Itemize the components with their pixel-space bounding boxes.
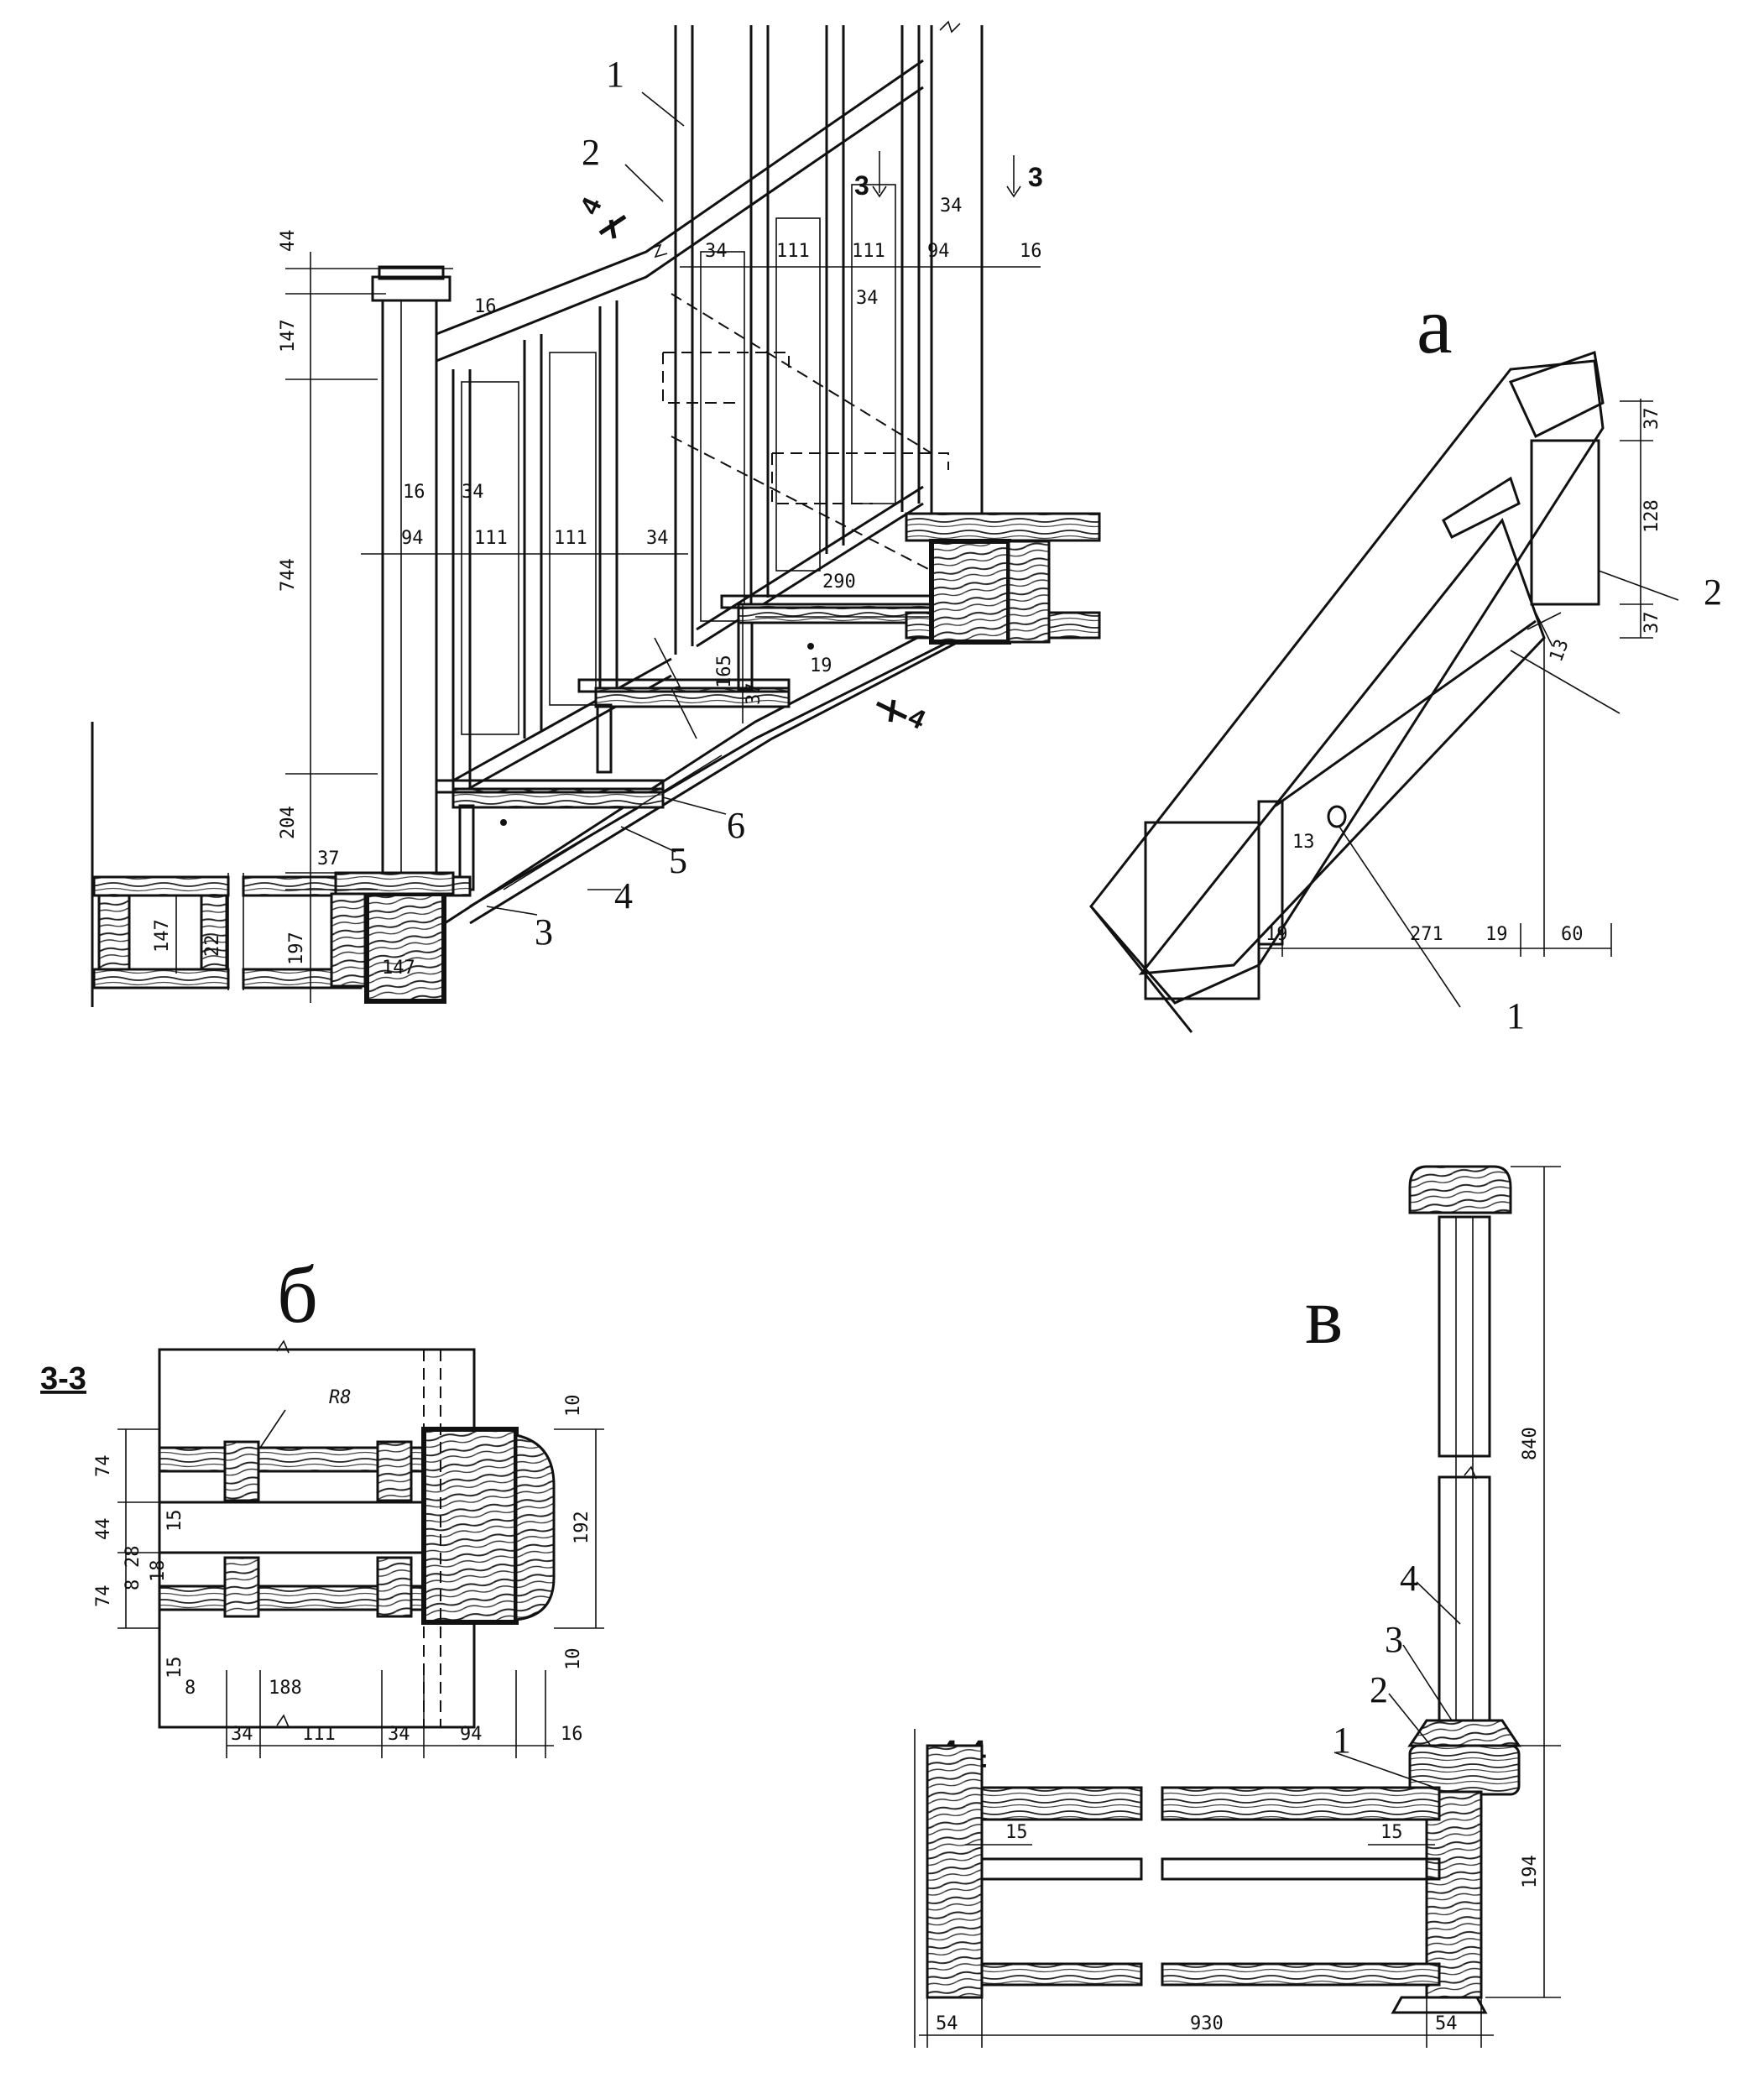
- dim-44: 44: [278, 230, 299, 253]
- view-b-dim-10-bottom: 10: [563, 1648, 584, 1671]
- dim-37-floor: 37: [317, 848, 340, 869]
- dim-111-upper-b: 111: [852, 241, 885, 262]
- view-v-dim-15-right: 15: [1380, 1822, 1403, 1843]
- dim-290: 290: [822, 572, 856, 593]
- section-mark-3-right: 3: [1028, 162, 1043, 192]
- view-b-dim-188: 188: [269, 1678, 302, 1699]
- panel-label-b: б: [277, 1250, 318, 1339]
- dim-111-upper-a: 111: [776, 241, 810, 262]
- dim-94-lower: 94: [401, 528, 424, 549]
- dim-111-lower-a: 111: [474, 528, 508, 549]
- view-v-dim-194: 194: [1520, 1855, 1541, 1888]
- view-a-dim-37-bottom: 37: [1641, 612, 1662, 634]
- callout-2: 2: [582, 132, 600, 173]
- view-b-dim-74-bottom: 74: [93, 1585, 114, 1608]
- upper-landing: [905, 512, 1101, 645]
- view-b-dim-34-right: 34: [388, 1724, 410, 1745]
- main-callout-leaders: [486, 91, 727, 916]
- view-a-dim-37-top: 37: [1641, 408, 1662, 431]
- dim-204: 204: [278, 806, 299, 839]
- railing-panels-upper: [674, 128, 924, 655]
- view-b-dim-8-left: 8: [123, 1579, 144, 1590]
- view-v-callout-4: 4: [1400, 1558, 1418, 1599]
- view-b-dim-34-left: 34: [231, 1724, 253, 1745]
- view-a-dim-13-hole: 13: [1292, 832, 1315, 853]
- view-a-dim-271: 271: [1410, 924, 1443, 945]
- dim-197: 197: [286, 932, 307, 965]
- dim-34-upper-a: 34: [705, 241, 728, 262]
- view-a-stringer-detail: а 1 2 37 128 37 13 13 19 271 19: [1089, 280, 1722, 1036]
- section-mark-4-top: 4: [574, 192, 608, 219]
- view-v-callout-3: 3: [1385, 1619, 1403, 1660]
- stringer-break: [654, 637, 697, 739]
- view-v-section-4-4: в 4-4: [914, 1165, 1561, 2048]
- view-b-dim-192: 192: [571, 1511, 592, 1544]
- view-a-dim-60: 60: [1561, 924, 1584, 945]
- dim-22: 22: [202, 935, 223, 958]
- dim-16-post: 16: [403, 482, 425, 503]
- dim-34-lower-a: 34: [462, 482, 484, 503]
- view-b-dim-8-bottom: 8: [185, 1678, 196, 1699]
- main-elevation-view: 1 2 3 4 5 6 4 4 3 3 44 147 744 204 37 14…: [91, 20, 1101, 1007]
- view-a-dim-19-right: 19: [1485, 924, 1508, 945]
- section-mark-3-left: 3: [854, 170, 869, 201]
- dim-19: 19: [810, 655, 832, 676]
- view-b-dim-94: 94: [460, 1724, 483, 1745]
- main-dimension-lines: [175, 252, 1041, 1003]
- view-a-dim-128: 128: [1641, 499, 1662, 533]
- view-v-callout-2: 2: [1370, 1669, 1388, 1710]
- railing-panels-lower: [451, 300, 672, 799]
- callout-1: 1: [606, 54, 624, 95]
- dim-147-post: 147: [278, 319, 299, 352]
- view-b-dim-R8: R8: [329, 1387, 352, 1408]
- handrail: [435, 59, 924, 363]
- view-b-dim-44: 44: [93, 1518, 114, 1541]
- hidden-step-lines: [662, 293, 949, 572]
- dim-16-post-top: 16: [474, 296, 497, 317]
- view-b-dim-28: 28: [123, 1546, 144, 1569]
- dim-147-joist: 147: [152, 919, 173, 953]
- panel-label-a: а: [1417, 280, 1453, 370]
- view-b-dim-10-top: 10: [563, 1395, 584, 1418]
- callout-6: 6: [727, 805, 745, 846]
- view-a-callout-2: 2: [1704, 572, 1722, 613]
- view-v-callout-1: 1: [1333, 1720, 1351, 1761]
- view-v-dim-54-right: 54: [1435, 2013, 1458, 2034]
- callout-3: 3: [535, 911, 553, 953]
- dim-34-upper-c: 34: [940, 196, 963, 217]
- view-b-dim-15-bottom: 15: [164, 1657, 185, 1679]
- dim-111-lower-b: 111: [554, 528, 587, 549]
- section-title-3-3: 3-3: [40, 1361, 86, 1397]
- view-b-dim-18: 18: [148, 1560, 169, 1583]
- dim-94-upper: 94: [927, 241, 950, 262]
- view-v-dim-54-left: 54: [936, 2013, 958, 2034]
- view-b-dim-111: 111: [302, 1724, 336, 1745]
- dim-165: 165: [714, 655, 735, 688]
- view-v-dim-840: 840: [1520, 1427, 1541, 1460]
- dim-744: 744: [278, 558, 299, 592]
- view-b-section-3-3: б 3-3 R8 10 192 10 74 44: [40, 1250, 604, 1758]
- view-a-dim-19-left: 19: [1266, 924, 1288, 945]
- dim-16-upper: 16: [1020, 241, 1042, 262]
- callout-5: 5: [669, 840, 687, 881]
- view-v-dim-15-left: 15: [1005, 1822, 1028, 1843]
- view-b-dim-15-mid: 15: [164, 1510, 185, 1532]
- callout-4: 4: [614, 875, 633, 916]
- upper-balusters: [674, 20, 984, 537]
- view-v-dim-930: 930: [1190, 2013, 1224, 2034]
- view-b-dim-16: 16: [561, 1724, 583, 1745]
- view-b-dim-74-top: 74: [93, 1455, 114, 1478]
- dim-34-upper-b: 34: [856, 288, 879, 309]
- stringer-and-steps: [435, 594, 999, 925]
- lower-floor: [91, 722, 472, 1007]
- dim-37-step: 37: [744, 683, 765, 706]
- dim-147-beam: 147: [382, 958, 415, 979]
- section-mark-4-bottom: 4: [904, 702, 931, 735]
- section-marks-main: [598, 151, 1021, 723]
- dim-34-lower-b: 34: [646, 528, 669, 549]
- panel-label-v: в: [1305, 1271, 1343, 1360]
- view-a-callout-1: 1: [1506, 995, 1525, 1036]
